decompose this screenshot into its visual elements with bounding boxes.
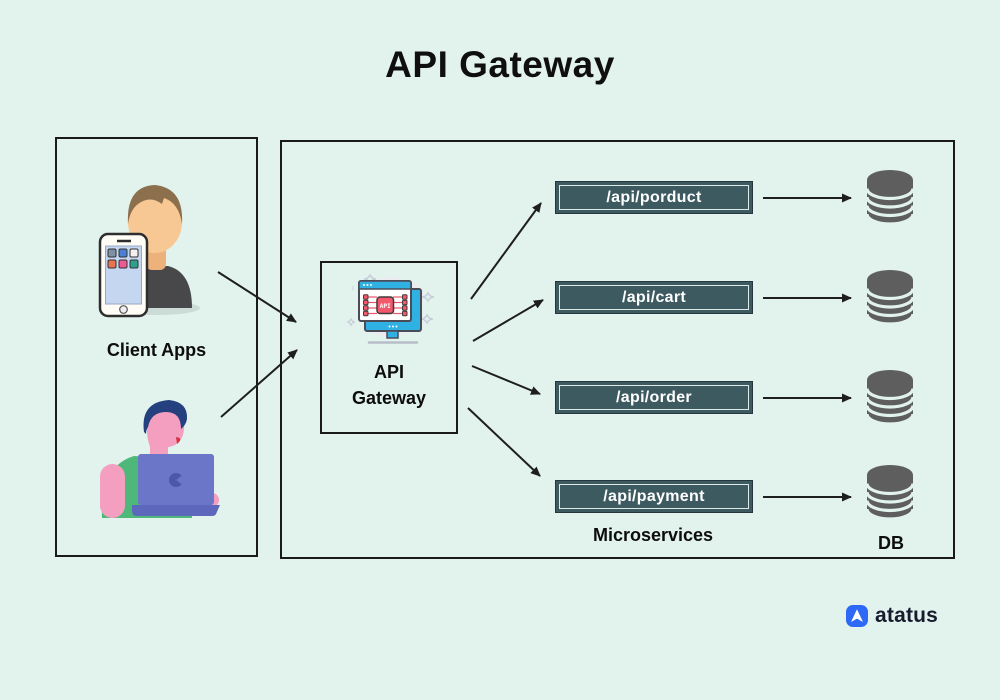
atatus-logo-icon bbox=[846, 605, 868, 627]
database-icon bbox=[865, 270, 915, 326]
api-gateway-monitor-icon: API bbox=[346, 273, 435, 344]
api-gateway-box: API API Gateway bbox=[320, 261, 458, 434]
gateway-label-line1: API bbox=[373, 362, 404, 382]
service-label-payment: /api/payment bbox=[559, 484, 749, 509]
microservices-label: Microservices bbox=[592, 525, 714, 545]
page-title: API Gateway bbox=[385, 44, 615, 85]
person-smartphone-icon bbox=[98, 185, 200, 318]
client-apps-box bbox=[55, 137, 258, 557]
database-icon bbox=[865, 170, 915, 226]
atatus-logo: atatus bbox=[846, 604, 938, 628]
atatus-logo-text: atatus bbox=[875, 604, 939, 627]
service-box-payment: /api/payment bbox=[555, 480, 753, 513]
service-label-cart: /api/cart bbox=[559, 285, 749, 310]
service-box-order: /api/order bbox=[555, 381, 753, 414]
service-label-product: /api/porduct bbox=[559, 185, 749, 210]
svg-text:API: API bbox=[380, 303, 391, 310]
service-label-order: /api/order bbox=[559, 385, 749, 410]
database-icon bbox=[865, 370, 915, 426]
client-apps-label: Client Apps bbox=[106, 340, 207, 360]
db-label: DB bbox=[878, 533, 904, 553]
gateway-label-line2: Gateway bbox=[351, 388, 427, 408]
service-box-cart: /api/cart bbox=[555, 281, 753, 314]
database-icon bbox=[865, 465, 915, 521]
person-laptop-icon bbox=[100, 400, 220, 518]
service-box-product: /api/porduct bbox=[555, 181, 753, 214]
